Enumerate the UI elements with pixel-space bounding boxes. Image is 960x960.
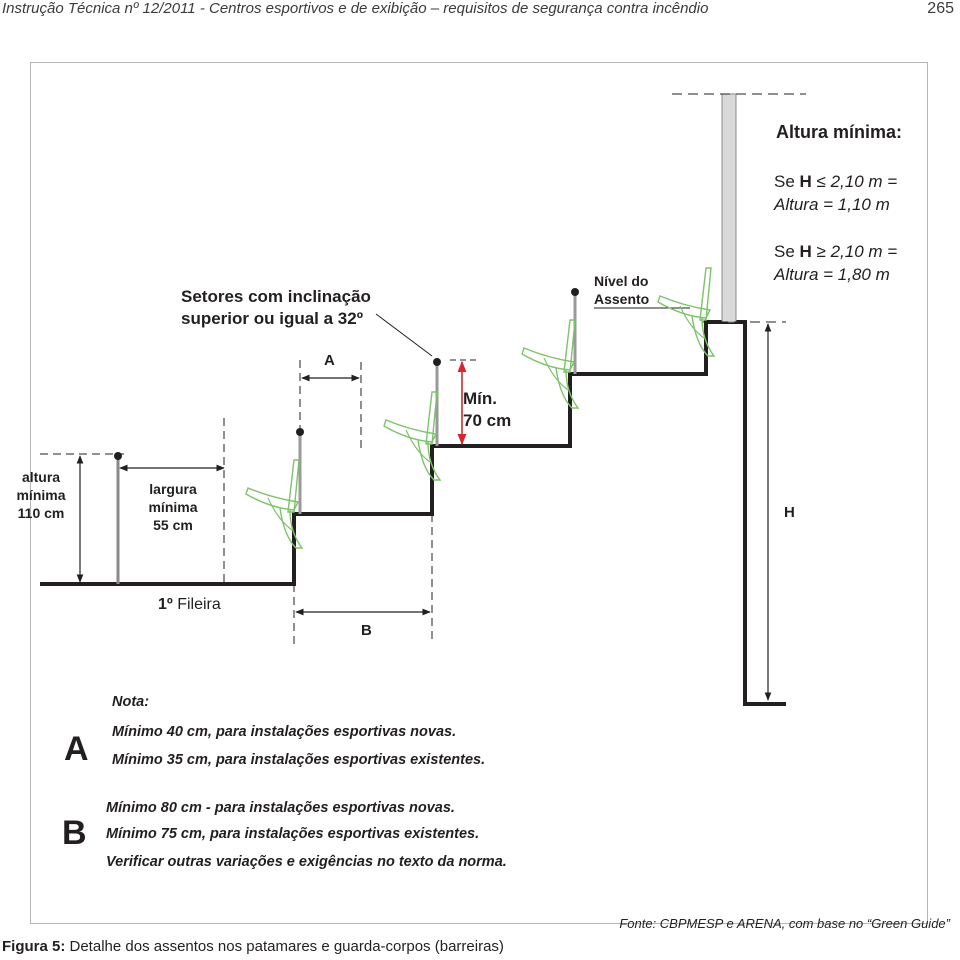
min-width-55-line2: mínima bbox=[148, 499, 198, 515]
sectors-label-line1: Setores com inclinação bbox=[181, 287, 371, 306]
first-row-number: 1º bbox=[158, 596, 173, 613]
tier-steps bbox=[40, 320, 786, 706]
note-a-letter: A bbox=[64, 730, 89, 768]
dim-a-label: A bbox=[324, 352, 335, 369]
note-a-line1: Mínimo 40 cm, para instalações esportiva… bbox=[112, 724, 457, 740]
rule-2-line2: Altura = 1,80 m bbox=[774, 265, 890, 284]
min-height-title: Altura mínima: bbox=[776, 122, 903, 142]
rule-1-line1: Se H ≤ 2,10 m = bbox=[774, 172, 898, 191]
seat-level-line1: Nível do bbox=[594, 273, 649, 289]
rule-1-line2: Altura = 1,10 m bbox=[774, 195, 890, 214]
sectors-label-line2: superior ou igual a 32º bbox=[181, 309, 363, 328]
seat-level-line2: Assento bbox=[594, 291, 650, 307]
min-height-110-line2: mínima bbox=[16, 487, 66, 503]
rule-2-line1: Se H ≥ 2,10 m = bbox=[774, 242, 898, 261]
dim-h-label: H bbox=[784, 504, 795, 521]
first-row-text: Fileira bbox=[172, 596, 221, 613]
rule-1: Se H ≤ 2,10 m = Altura = 1,10 m bbox=[774, 170, 897, 216]
rule-2: Se H ≥ 2,10 m = Altura = 1,80 m bbox=[774, 240, 897, 286]
min-height-110-line1: altura bbox=[21, 469, 61, 485]
top-barrier bbox=[721, 93, 737, 323]
min-70-line1: Mín. bbox=[463, 389, 497, 408]
caption-text: Detalhe dos assentos nos patamares e gua… bbox=[65, 938, 504, 955]
note-b-line1: Mínimo 80 cm - para instalações esportiv… bbox=[106, 800, 455, 816]
min-70-line2: 70 cm bbox=[463, 411, 512, 430]
min-height-110-label: altura mínima 110 cm bbox=[6, 468, 76, 522]
dim-b-label: B bbox=[361, 622, 372, 639]
note-a-line2: Mínimo 35 cm, para instalações esportiva… bbox=[112, 752, 486, 768]
figure-frame bbox=[30, 62, 928, 924]
caption-label: Figura 5: bbox=[2, 938, 66, 955]
min-70-label: Mín. 70 cm bbox=[463, 388, 511, 432]
page-number: 265 bbox=[927, 0, 954, 17]
figure-source: Fonte: CBPMESP e ARENA, com base no “Gre… bbox=[619, 916, 950, 931]
min-height-110-line3: 110 cm bbox=[17, 505, 65, 521]
sectors-label: Setores com inclinação superior ou igual… bbox=[181, 286, 371, 330]
seat-level-label: Nível do Assento bbox=[594, 272, 649, 308]
header-title: Instrução Técnica nº 12/2011 - Centros e… bbox=[2, 0, 709, 17]
note-b-letter: B bbox=[62, 814, 87, 852]
min-width-55-line3: 55 cm bbox=[153, 517, 193, 533]
figure-caption: Figura 5: Detalhe dos assentos nos patam… bbox=[2, 938, 504, 955]
min-width-55-line1: largura bbox=[149, 481, 197, 497]
note-b-line2: Mínimo 75 cm, para instalações esportiva… bbox=[106, 826, 480, 842]
first-row-label: 1º Fileira bbox=[158, 596, 221, 614]
min-width-55-label: largura mínima 55 cm bbox=[140, 480, 206, 534]
note-b-line3: Verificar outras variações e exigências … bbox=[106, 854, 507, 870]
notes-title: Nota: bbox=[112, 694, 150, 710]
